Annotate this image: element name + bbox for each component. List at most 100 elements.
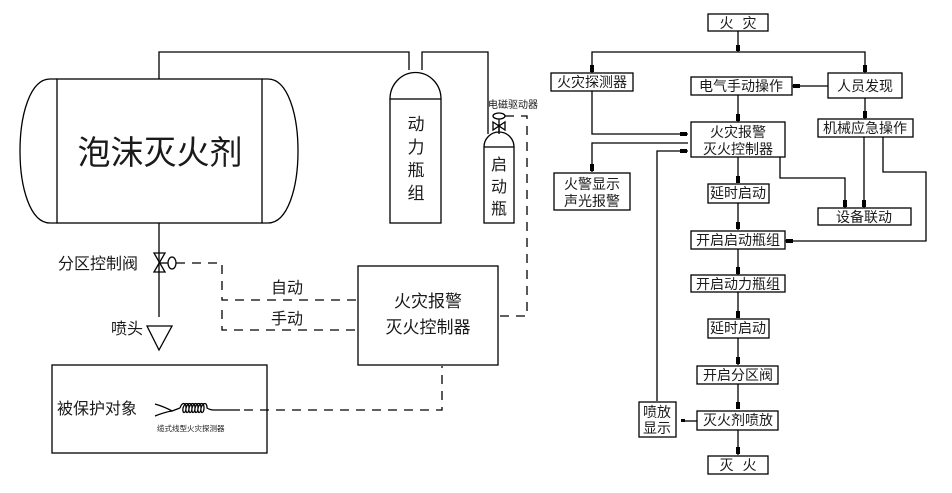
start-cylinder: 启 动 瓶 xyxy=(483,124,515,224)
manual-label: 手动 xyxy=(271,309,303,328)
flow-node-person-found: 人员发现 xyxy=(827,72,903,99)
agent-spray-label: 灭火剂喷放 xyxy=(703,413,773,429)
arrow-icon xyxy=(862,200,866,207)
connector-detector-to-controller xyxy=(591,91,688,135)
solenoid-actuator: 电磁驱动器 xyxy=(488,98,538,317)
arrow-icon xyxy=(736,357,740,364)
pipe-power-to-start-cylinder xyxy=(421,51,489,134)
alarm-display-line2: 声光报警 xyxy=(564,194,620,210)
fire-alarm-controller: 火灾报警 灭火控制器 xyxy=(357,265,499,366)
start-cylinder-char: 启 xyxy=(491,155,507,174)
zone-control-valve: 分区控制阀 xyxy=(58,252,358,331)
controller-line2: 灭火控制器 xyxy=(703,142,773,158)
flow-node-electric-manual: 电气手动操作 xyxy=(690,76,793,96)
fire-label: 火 灾 xyxy=(720,15,757,32)
open-start-cylinder-label: 开启启动瓶组 xyxy=(696,233,780,249)
flow-arrows xyxy=(590,45,867,454)
controller-label-line2: 灭火控制器 xyxy=(386,318,471,338)
tank-label: 泡沫灭火剂 xyxy=(78,133,243,172)
flow-node-open-power-cylinder: 开启动力瓶组 xyxy=(690,274,786,293)
arrow-icon xyxy=(680,132,687,136)
arrow-icon xyxy=(736,222,740,229)
delay-start-2-label: 延时启动 xyxy=(710,321,766,337)
arrow-icon xyxy=(681,419,685,422)
detector-label: 火灾探测器 xyxy=(557,74,627,91)
alarm-display-line1: 火警显示 xyxy=(564,177,620,193)
arrow-icon xyxy=(863,65,867,72)
flow-node-controller: 火灾报警 灭火控制器 xyxy=(690,121,786,158)
nozzle-label: 喷头 xyxy=(111,319,143,338)
arrow-icon xyxy=(736,311,740,318)
flow-node-open-zone-valve: 开启分区阀 xyxy=(696,365,779,385)
flow-node-delay-start-2: 延时启动 xyxy=(707,318,770,339)
solenoid-valve-icon xyxy=(492,120,506,132)
arrow-icon xyxy=(736,402,740,409)
arrow-icon xyxy=(843,200,847,207)
protected-object-label: 被保护对象 xyxy=(57,399,137,418)
system-schematic: 泡沫灭火剂 动 力 瓶 组 启 动 瓶 电磁驱动器 xyxy=(19,51,538,454)
arrow-icon xyxy=(736,45,740,51)
open-zone-valve-label: 开启分区阀 xyxy=(703,368,773,384)
manual-control-line xyxy=(221,310,358,331)
start-cylinder-dome xyxy=(483,131,515,148)
foam-tank: 泡沫灭火剂 xyxy=(19,78,299,224)
flow-node-spray-display: 喷放 显示 xyxy=(638,401,677,438)
flow-node-detector: 火灾探测器 xyxy=(550,72,634,92)
equipment-linkage-label: 设备联动 xyxy=(836,209,892,226)
extinguished-label: 灭 火 xyxy=(720,458,757,474)
flow-node-extinguished: 灭 火 xyxy=(707,455,769,475)
flow-connectors xyxy=(591,31,927,455)
valve-actuator-icon xyxy=(167,256,177,270)
detector-signal-line xyxy=(244,366,443,411)
flow-node-open-start-cylinder: 开启启动瓶组 xyxy=(690,230,786,250)
zone-valve-icon xyxy=(152,252,167,273)
electric-manual-label: 电气手动操作 xyxy=(699,79,783,95)
arrow-icon xyxy=(786,239,793,243)
power-cylinder-body xyxy=(389,98,442,224)
controller-line1: 火灾报警 xyxy=(710,124,766,141)
power-cylinder-char: 组 xyxy=(408,184,425,204)
spray-display-line1: 喷放 xyxy=(643,405,671,421)
arrow-icon xyxy=(590,65,594,72)
arrow-icon xyxy=(680,149,687,153)
power-cylinder-char: 瓶 xyxy=(408,161,425,181)
tank-right-end xyxy=(262,78,299,224)
nozzle: 喷头 xyxy=(111,319,174,352)
flow-node-mechanical-emergency: 机械应急操作 xyxy=(817,118,914,138)
protected-object: 被保护对象 缆式线型火灾探测器 xyxy=(51,364,443,454)
power-cylinder-dome xyxy=(389,71,442,100)
auto-control-line xyxy=(176,262,358,301)
connector-controller-to-spray-display xyxy=(656,150,688,401)
flow-node-fire: 火 灾 xyxy=(707,13,769,32)
start-cylinder-char: 瓶 xyxy=(491,199,507,218)
cable-detector-label: 缆式线型火灾探测器 xyxy=(157,423,225,433)
spray-display-line2: 显示 xyxy=(643,421,671,437)
flow-node-equipment-linkage: 设备联动 xyxy=(817,207,912,226)
arrow-icon xyxy=(863,111,867,118)
delay-start-1-label: 延时启动 xyxy=(710,186,766,202)
nozzle-icon xyxy=(145,325,174,352)
start-cylinder-char: 动 xyxy=(491,177,507,196)
controller-label-line1: 火灾报警 xyxy=(394,292,462,312)
power-cylinder-group: 动 力 瓶 组 xyxy=(389,71,442,224)
arrow-icon xyxy=(736,267,740,274)
process-flowchart: 火 灾 火灾探测器 电气手动操作 人员发现 火灾报警 灭火控制器 机械应急操作 … xyxy=(550,13,927,475)
pipe-tank-to-power-cylinder xyxy=(158,51,410,79)
mechanical-emergency-label: 机械应急操作 xyxy=(823,120,907,137)
open-power-cylinder-label: 开启动力瓶组 xyxy=(696,277,780,293)
controller-box xyxy=(357,265,499,366)
cable-detector-coil-icon xyxy=(179,402,240,414)
arrow-icon xyxy=(590,164,594,171)
solenoid-label: 电磁驱动器 xyxy=(488,98,538,111)
flow-node-alarm-display: 火警显示 声光报警 xyxy=(553,172,631,211)
zone-valve-label: 分区控制阀 xyxy=(58,254,138,273)
solenoid-head-icon xyxy=(492,112,506,120)
power-cylinder-char: 力 xyxy=(408,138,425,158)
auto-label: 自动 xyxy=(271,278,303,297)
arrow-icon xyxy=(793,84,800,88)
arrow-icon xyxy=(736,447,740,454)
flow-node-agent-spray: 灭火剂喷放 xyxy=(696,410,779,431)
connector-controller-to-alarm xyxy=(591,142,688,172)
power-cylinder-char: 动 xyxy=(408,115,425,135)
